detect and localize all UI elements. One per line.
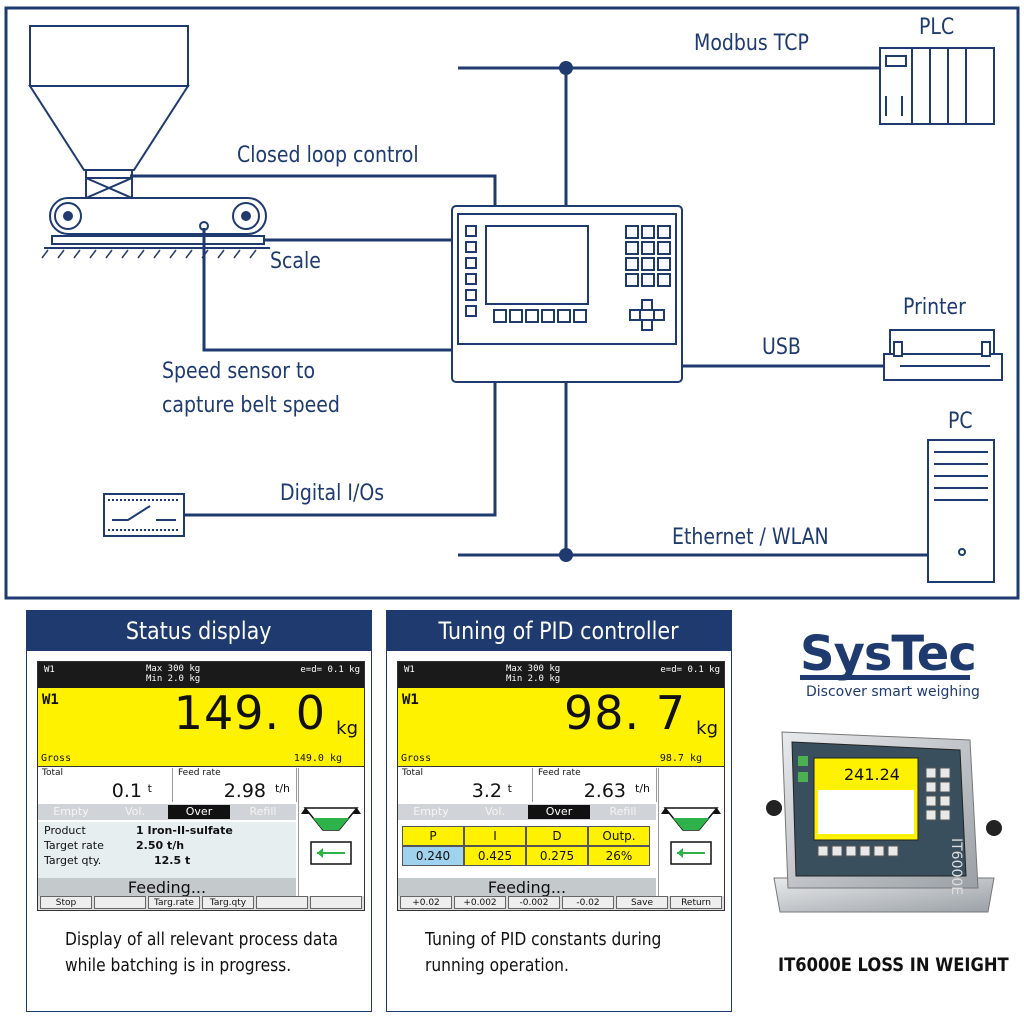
modbus-label: Modbus TCP <box>694 31 809 56</box>
scale-label: Scale <box>270 249 321 274</box>
speed-sensor-label-2: capture belt speed <box>162 393 340 418</box>
pid-p-input[interactable]: 0.240 <box>402 846 464 866</box>
fkey-minus-002[interactable]: -0.02 <box>562 896 614 909</box>
total-cell: Total 0.1 t <box>38 768 173 802</box>
process-info: Product 1 Iron-II-sulfate Target rate 2.… <box>38 822 296 878</box>
plc-icon <box>879 47 995 125</box>
fkey-plus-0002[interactable]: +0.002 <box>454 896 506 909</box>
conveyor-belt-icon <box>44 197 270 249</box>
usb-label: USB <box>762 335 801 360</box>
device-reading: 241.24 <box>844 765 900 784</box>
weight-display: W1 98. 7 kg <box>398 686 724 753</box>
state-bar: Empty Vol. Over Refill <box>38 804 296 820</box>
digital-ios-label: Digital I/Os <box>280 481 385 506</box>
fkey-target-rate[interactable]: Targ.rate <box>148 896 200 909</box>
it6000e-device-icon: 241.24 IT6000E <box>766 731 1002 913</box>
hopper-icon <box>28 25 190 199</box>
fkey-stop[interactable]: Stop <box>40 896 92 909</box>
state-bar: Empty Vol. Over Refill <box>398 804 656 820</box>
product-name: IT6000E LOSS IN WEIGHT <box>778 954 1009 976</box>
weight-value: 149. 0 <box>173 686 326 740</box>
gross-row: Gross 98.7 kg <box>398 752 724 767</box>
pc-label: PC <box>948 409 973 434</box>
fkey-5[interactable] <box>256 896 308 909</box>
fkey-save[interactable]: Save <box>616 896 668 909</box>
printer-icon <box>883 329 1003 381</box>
weight-display: W1 149. 0 kg <box>38 686 364 753</box>
fkey-6[interactable] <box>310 896 362 909</box>
status-caption: Display of all relevant process data whi… <box>65 929 338 976</box>
closed-loop-label: Closed loop control <box>237 143 419 168</box>
pid-output-value: 26% <box>588 846 650 866</box>
svg-text:IT6000E: IT6000E <box>948 838 964 895</box>
switch-icon <box>103 493 185 537</box>
feeding-status: Feeding... <box>398 878 656 898</box>
fkey-2[interactable] <box>94 896 146 909</box>
hopper-graphic <box>298 768 363 896</box>
fkey-plus-002[interactable]: +0.02 <box>400 896 452 909</box>
panel-title: Status display <box>27 611 371 651</box>
logo-underline <box>800 675 970 680</box>
fkey-minus-0002[interactable]: -0.002 <box>508 896 560 909</box>
printer-label: Printer <box>903 295 966 320</box>
connection-lines <box>130 66 928 557</box>
total-cell: Total 3.2 t <box>398 768 533 802</box>
feed-rate-cell: Feed rate 2.63 t/h <box>534 768 657 802</box>
ethernet-label: Ethernet / WLAN <box>672 525 829 550</box>
panel-title: Tuning of PID controller <box>387 611 731 651</box>
pid-i-input[interactable]: 0.425 <box>464 846 526 866</box>
weighing-terminal-icon <box>451 205 683 383</box>
pid-caption: Tuning of PID constants during running o… <box>425 929 662 976</box>
pc-tower-icon <box>927 439 995 583</box>
pid-table: P I D Outp. 0.240 0.425 0.275 26% <box>398 822 656 878</box>
tagline: Discover smart weighing <box>806 684 980 700</box>
function-keys: +0.02 +0.002 -0.002 -0.02 Save Return <box>398 896 724 910</box>
plc-label: PLC <box>919 15 955 40</box>
system-diagram <box>4 6 1020 600</box>
speed-sensor-label-1: Speed sensor to <box>162 359 316 384</box>
feeding-status: Feeding... <box>38 878 296 898</box>
pid-d-input[interactable]: 0.275 <box>526 846 588 866</box>
function-keys: Stop Targ.rate Targ.qty <box>38 896 364 910</box>
hopper-graphic <box>658 768 723 896</box>
fkey-target-qty[interactable]: Targ.qty <box>202 896 254 909</box>
gross-row: Gross 149.0 kg <box>38 752 364 767</box>
weight-value: 98. 7 <box>563 686 686 740</box>
fkey-return[interactable]: Return <box>670 896 722 909</box>
feed-rate-cell: Feed rate 2.98 t/h <box>174 768 297 802</box>
